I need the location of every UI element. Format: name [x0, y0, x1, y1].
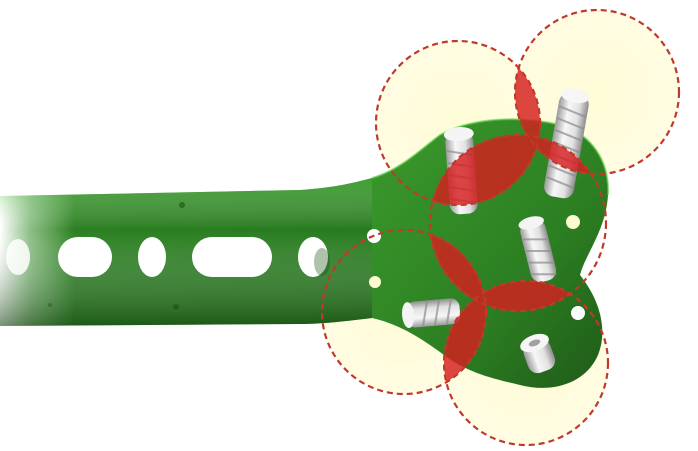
plate-hole-icon	[192, 237, 272, 277]
plate-hole-icon	[369, 276, 381, 288]
plate-shaft	[0, 178, 372, 326]
plate-hole-icon	[571, 306, 585, 320]
plate-hole-icon	[566, 215, 580, 229]
plate-hole-icon	[6, 239, 30, 275]
plate-hole-icon	[138, 237, 166, 277]
plate-hole-icon	[58, 237, 112, 277]
